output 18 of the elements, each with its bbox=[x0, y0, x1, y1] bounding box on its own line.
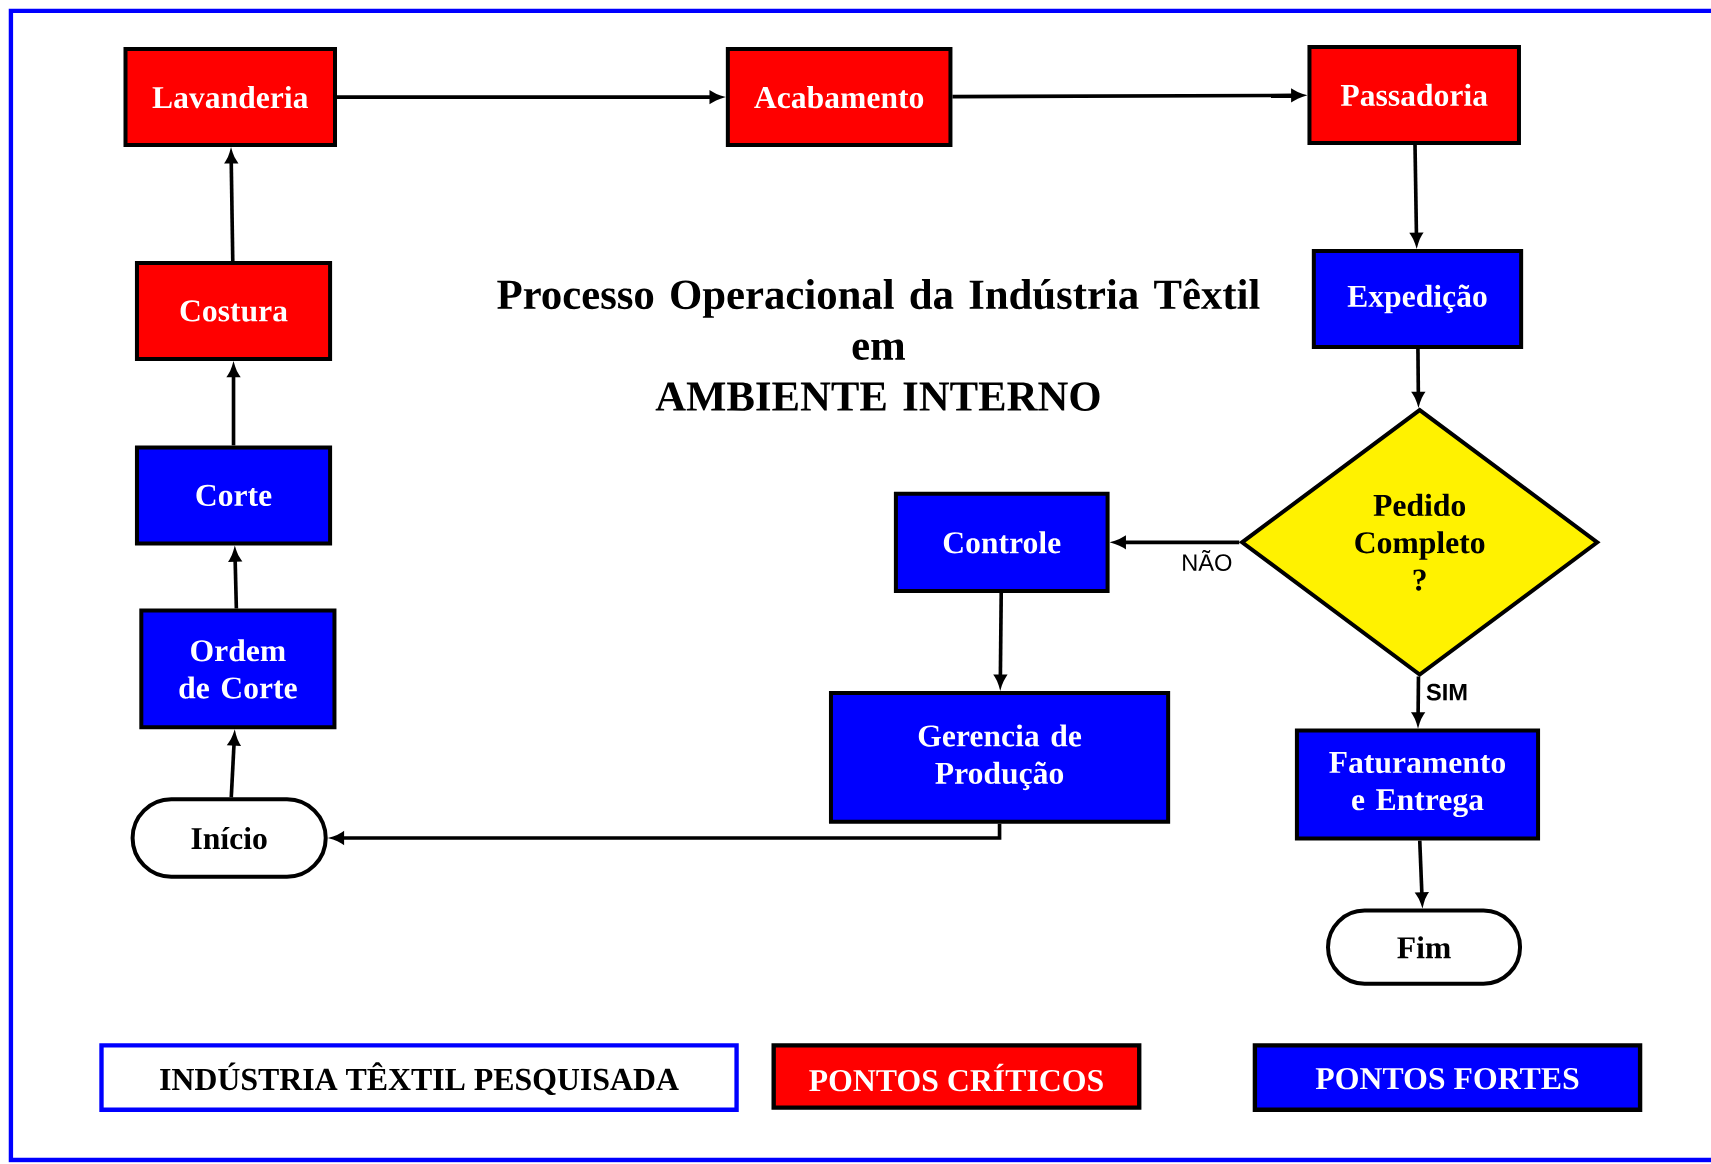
legend-item: INDÚSTRIA TÊXTIL PESQUISADA bbox=[99, 1043, 739, 1112]
edge-label: NÃO bbox=[1183, 549, 1232, 571]
process-box: Corte bbox=[134, 445, 333, 546]
legend-item: PONTOS FORTES bbox=[1252, 1043, 1643, 1112]
process-box: Acabamento bbox=[725, 46, 953, 147]
process-box: Expedição bbox=[1311, 248, 1524, 349]
terminal-box: Início bbox=[130, 797, 328, 879]
process-box: Costura bbox=[134, 260, 333, 361]
legend-item: PONTOS CRÍTICOS bbox=[771, 1043, 1142, 1110]
process-box: Ordem de Corte bbox=[139, 608, 337, 730]
process-box: Gerencia de Produção bbox=[828, 690, 1171, 824]
process-box: Faturamento e Entrega bbox=[1294, 728, 1541, 841]
edge-label: SIM bbox=[1426, 683, 1467, 701]
process-box: Passadoria bbox=[1307, 44, 1521, 145]
arrow bbox=[331, 823, 1002, 844]
process-box: Lavanderia bbox=[123, 46, 337, 147]
terminal-box: Fim bbox=[1326, 908, 1523, 986]
process-box: Controle bbox=[893, 491, 1110, 593]
